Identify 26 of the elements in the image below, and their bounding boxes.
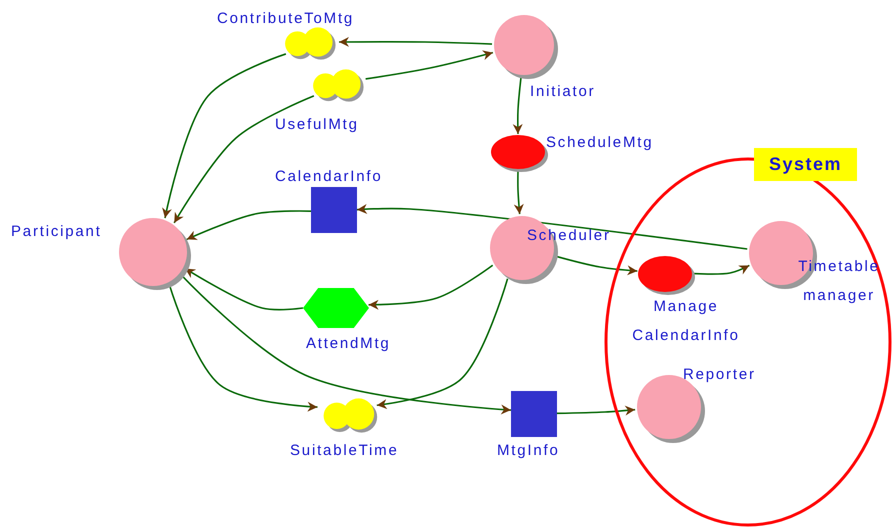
node-label: Participant [11, 223, 102, 241]
dependency-arrow [339, 36, 492, 47]
dependency-arrow [512, 76, 523, 134]
dependency-arrow [184, 268, 304, 310]
node-label: AttendMtg [306, 335, 391, 353]
dependency-arrow [174, 95, 314, 224]
dependency-arrow [368, 264, 494, 310]
node-label: ScheduleMtg [546, 134, 654, 152]
node-label: ContributeToMtg [217, 10, 354, 28]
dependency-arrow [356, 204, 748, 250]
boundary-label: System [754, 148, 857, 181]
node-label: CalendarInfo [275, 168, 382, 186]
node-label: Initiator [530, 83, 596, 101]
node-label: Scheduler [527, 227, 611, 245]
node-label: UsefulMtg [275, 116, 359, 134]
node-label: SuitableTime [290, 442, 399, 460]
dependency-arrow [692, 264, 750, 275]
dependency-arrow [556, 406, 636, 416]
dependency-arrow [186, 210, 312, 240]
dependency-arrow [162, 53, 286, 218]
node-label: MtgInfo [497, 442, 560, 460]
dependency-arrow [365, 50, 494, 80]
node-label: Reporter [683, 366, 756, 384]
dependency-arrow [376, 278, 508, 410]
dependency-arrow [514, 170, 524, 214]
node-label: Manage CalendarInfo [631, 297, 741, 346]
